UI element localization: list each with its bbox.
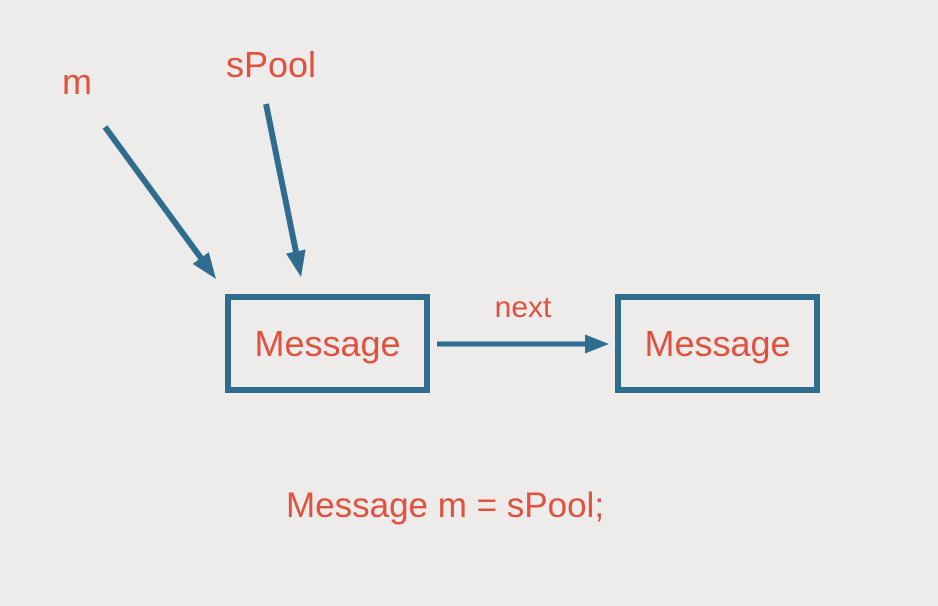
next-arrow <box>437 334 609 354</box>
message-node-1-label: Message <box>254 322 401 364</box>
spool-pointer-arrow <box>263 103 306 277</box>
message-node-2-label: Message <box>644 322 791 364</box>
m-pointer-arrow <box>102 125 216 279</box>
message-node-2: Message <box>615 294 820 393</box>
pointer-label-spool: sPool <box>226 44 317 85</box>
message-node-1: Message <box>225 294 430 393</box>
pointer-label-m: m <box>62 61 92 102</box>
code-caption: Message m = sPool; <box>286 486 605 525</box>
next-edge-label: next <box>494 291 552 324</box>
